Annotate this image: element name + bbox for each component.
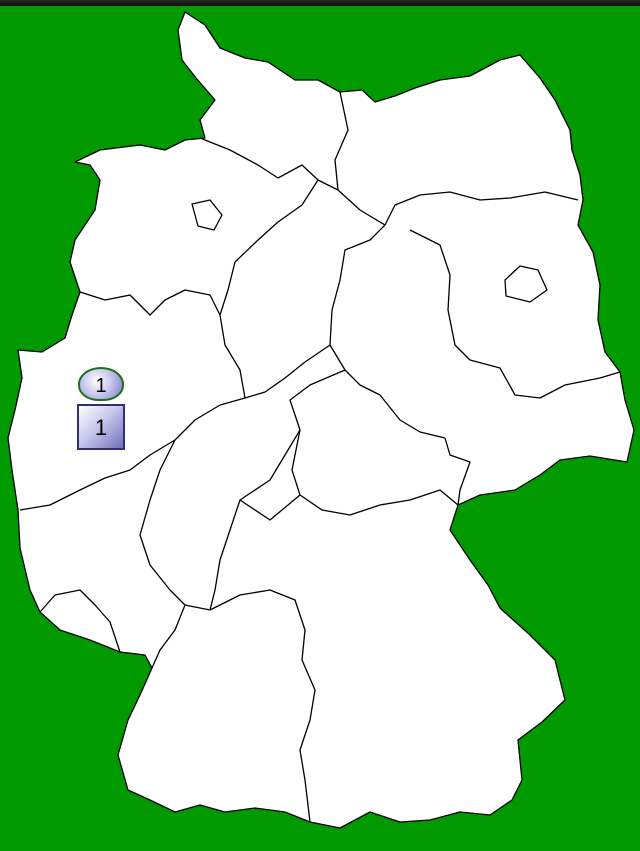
border-lower-saxony-west: [219, 179, 319, 316]
border-saxony-anhalt-east: [409, 229, 621, 399]
map-marker-box[interactable]: 1: [77, 404, 125, 450]
border-hesse-south: [19, 404, 221, 511]
bremen-enclave: [191, 199, 223, 231]
border-bavaria-north: [239, 494, 301, 521]
border-saxony-anhalt-west: [329, 224, 446, 439]
border-bavaria-bw: [209, 589, 316, 823]
border-hesse-east: [209, 429, 301, 611]
border-bw-west: [151, 604, 186, 669]
top-bar: [0, 0, 640, 6]
border-lower-saxony-north: [199, 137, 386, 226]
border-east-north: [334, 91, 349, 191]
border-thuringia: [289, 369, 459, 516]
border-hesse-north: [219, 344, 331, 406]
berlin-enclave: [504, 265, 548, 303]
border-rhineland: [139, 439, 211, 611]
border-saxony: [444, 437, 471, 506]
border-brandenburg: [384, 191, 579, 226]
germany-outline: [7, 11, 635, 829]
border-saarland: [39, 589, 121, 653]
border-nrw-east: [79, 289, 246, 399]
map-marker-circle[interactable]: 1: [78, 367, 124, 401]
